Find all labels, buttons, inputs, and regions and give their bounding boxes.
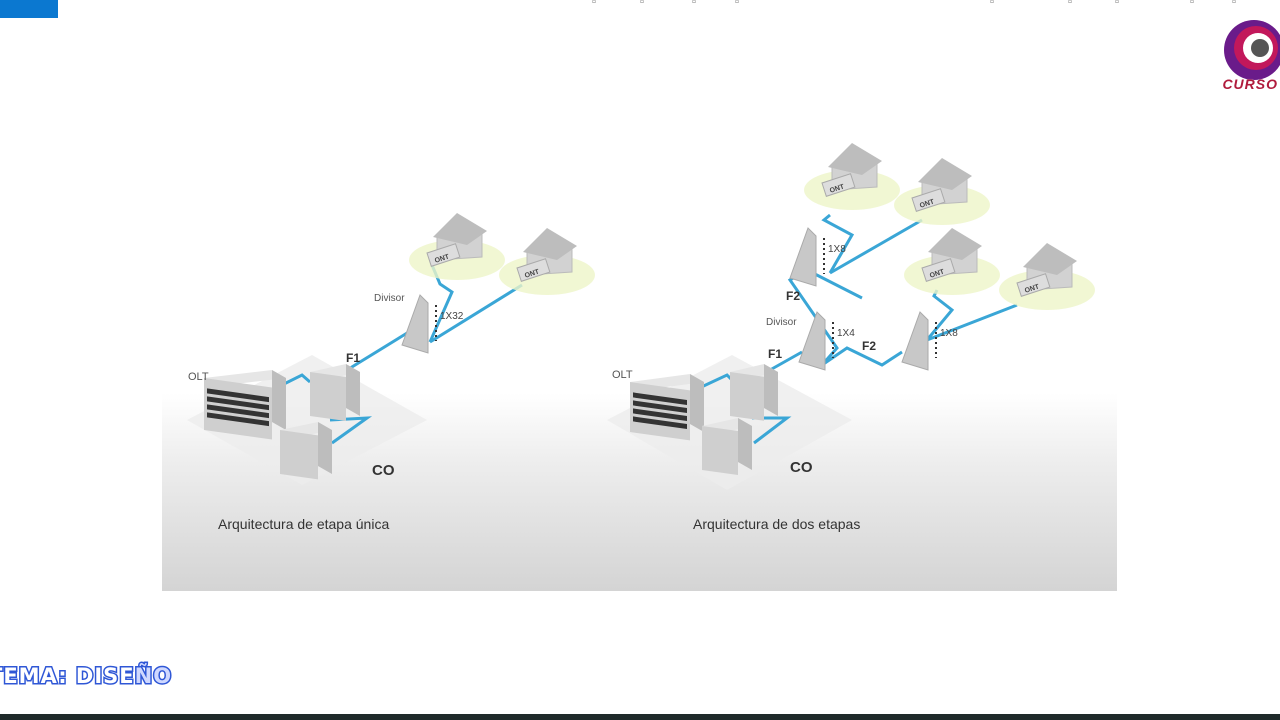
back-icon[interactable]: ▫: [592, 0, 596, 8]
house: [904, 228, 1000, 295]
co-label: CO: [372, 462, 395, 479]
window-tab[interactable]: [0, 0, 58, 18]
split-ratio-label: 1X32: [440, 311, 464, 322]
house-roof: [523, 228, 577, 260]
house: [409, 213, 505, 280]
divisor-label: Divisor: [374, 293, 405, 304]
ont-label: ONT: [524, 268, 541, 279]
fiber-ont-b: [829, 218, 923, 275]
split-second-top-label: 1X8: [828, 244, 846, 255]
house: [894, 158, 990, 225]
refresh-icon[interactable]: ▫: [1068, 0, 1072, 8]
olt-port-row: [207, 404, 269, 419]
olt-port-row: [207, 388, 269, 403]
second-stage-splitter-bottom: [901, 311, 929, 371]
distribution-top-label: F2: [786, 289, 800, 303]
topic-banner: TEMA: DISEÑO: [0, 663, 173, 690]
ont-device: [821, 173, 856, 197]
box-front: [730, 372, 764, 421]
feeder-label: F1: [346, 351, 360, 365]
wdm-coupler: [310, 364, 360, 422]
heart-icon[interactable]: ▫: [692, 0, 696, 8]
fiber-ont-d: [926, 303, 1018, 342]
olt-port-row: [633, 392, 687, 406]
split-second-bottom-label: 1X8: [940, 328, 958, 339]
banner-tail: ÑO: [133, 663, 173, 690]
box-front: [310, 372, 346, 422]
distribution-bottom-label: F2: [862, 339, 876, 353]
ont-label: ONT: [919, 198, 936, 209]
feeder-label-r: F1: [768, 347, 782, 361]
ont-device: [921, 258, 956, 282]
fiber-f2-bottom: [821, 346, 903, 367]
split-first-label: 1X4: [837, 328, 855, 339]
box-side: [346, 364, 360, 416]
fiber-split-ont2: [429, 283, 523, 344]
window-icon[interactable]: ▫: [1232, 0, 1236, 8]
divisor-splitter: [401, 294, 429, 354]
box-side: [738, 418, 752, 470]
caption-single-stage: Arquitectura de etapa única: [218, 516, 390, 532]
olt-label-r: OLT: [612, 369, 633, 381]
save-icon[interactable]: ▫: [640, 0, 644, 8]
ont-label: ONT: [929, 268, 946, 279]
video-transmitter-r: [702, 418, 752, 476]
house: [804, 143, 900, 210]
rocket-icon[interactable]: ▫: [1115, 0, 1119, 8]
house-roof: [918, 158, 972, 190]
olt-port-row: [207, 396, 269, 411]
share-icon[interactable]: ▫: [1190, 0, 1194, 8]
olt-port-row: [633, 400, 687, 414]
wdm-coupler-r: [730, 364, 778, 421]
second-stage-splitter-top: [789, 227, 817, 287]
fiber-f1: [346, 328, 413, 372]
olt-device-r: [630, 374, 704, 441]
box-side: [764, 364, 778, 416]
plus-icon[interactable]: ▫: [990, 0, 994, 8]
co-floor: [187, 355, 427, 485]
box-front: [702, 426, 738, 476]
ont-label: ONT: [1024, 283, 1041, 294]
ont-device: [911, 188, 946, 212]
olt-port-row: [633, 408, 687, 422]
house-roof: [928, 228, 982, 260]
logo: [1224, 20, 1280, 80]
video-transmitter: [280, 422, 332, 480]
house-roof: [828, 143, 882, 175]
pen-icon[interactable]: ▫: [735, 0, 739, 8]
fiber-f1-r: [769, 350, 803, 372]
ont-device: [516, 258, 551, 282]
box-side: [272, 370, 286, 430]
pon-architecture-diagram: 1X32ONTONTOLTDivisorF1CO1X41X81X8ONTONTO…: [187, 143, 1095, 490]
house-roof: [1023, 243, 1077, 275]
house-roof: [433, 213, 487, 245]
olt-port-row: [633, 416, 687, 430]
caption-two-stage: Arquitectura de dos etapas: [693, 516, 861, 532]
fiber-ont-a: [821, 213, 855, 274]
co-label-r: CO: [790, 459, 813, 476]
olt-port-row: [207, 412, 269, 427]
first-stage-splitter: [798, 311, 826, 371]
divisor-label-r: Divisor: [766, 317, 797, 328]
house: [499, 228, 595, 295]
olt-label: OLT: [188, 371, 209, 383]
ont-device: [426, 243, 461, 267]
box-side: [690, 374, 704, 432]
ont-label: ONT: [829, 183, 846, 194]
box-front: [280, 430, 318, 480]
olt-device: [204, 370, 286, 440]
box-side: [318, 422, 332, 474]
ont-label: ONT: [434, 253, 451, 264]
logo-text: CURSO: [1222, 76, 1278, 92]
house: [999, 243, 1095, 310]
ont-device: [1016, 273, 1051, 297]
banner-text: TEMA: DISE: [0, 663, 135, 690]
taskbar: [0, 714, 1280, 720]
